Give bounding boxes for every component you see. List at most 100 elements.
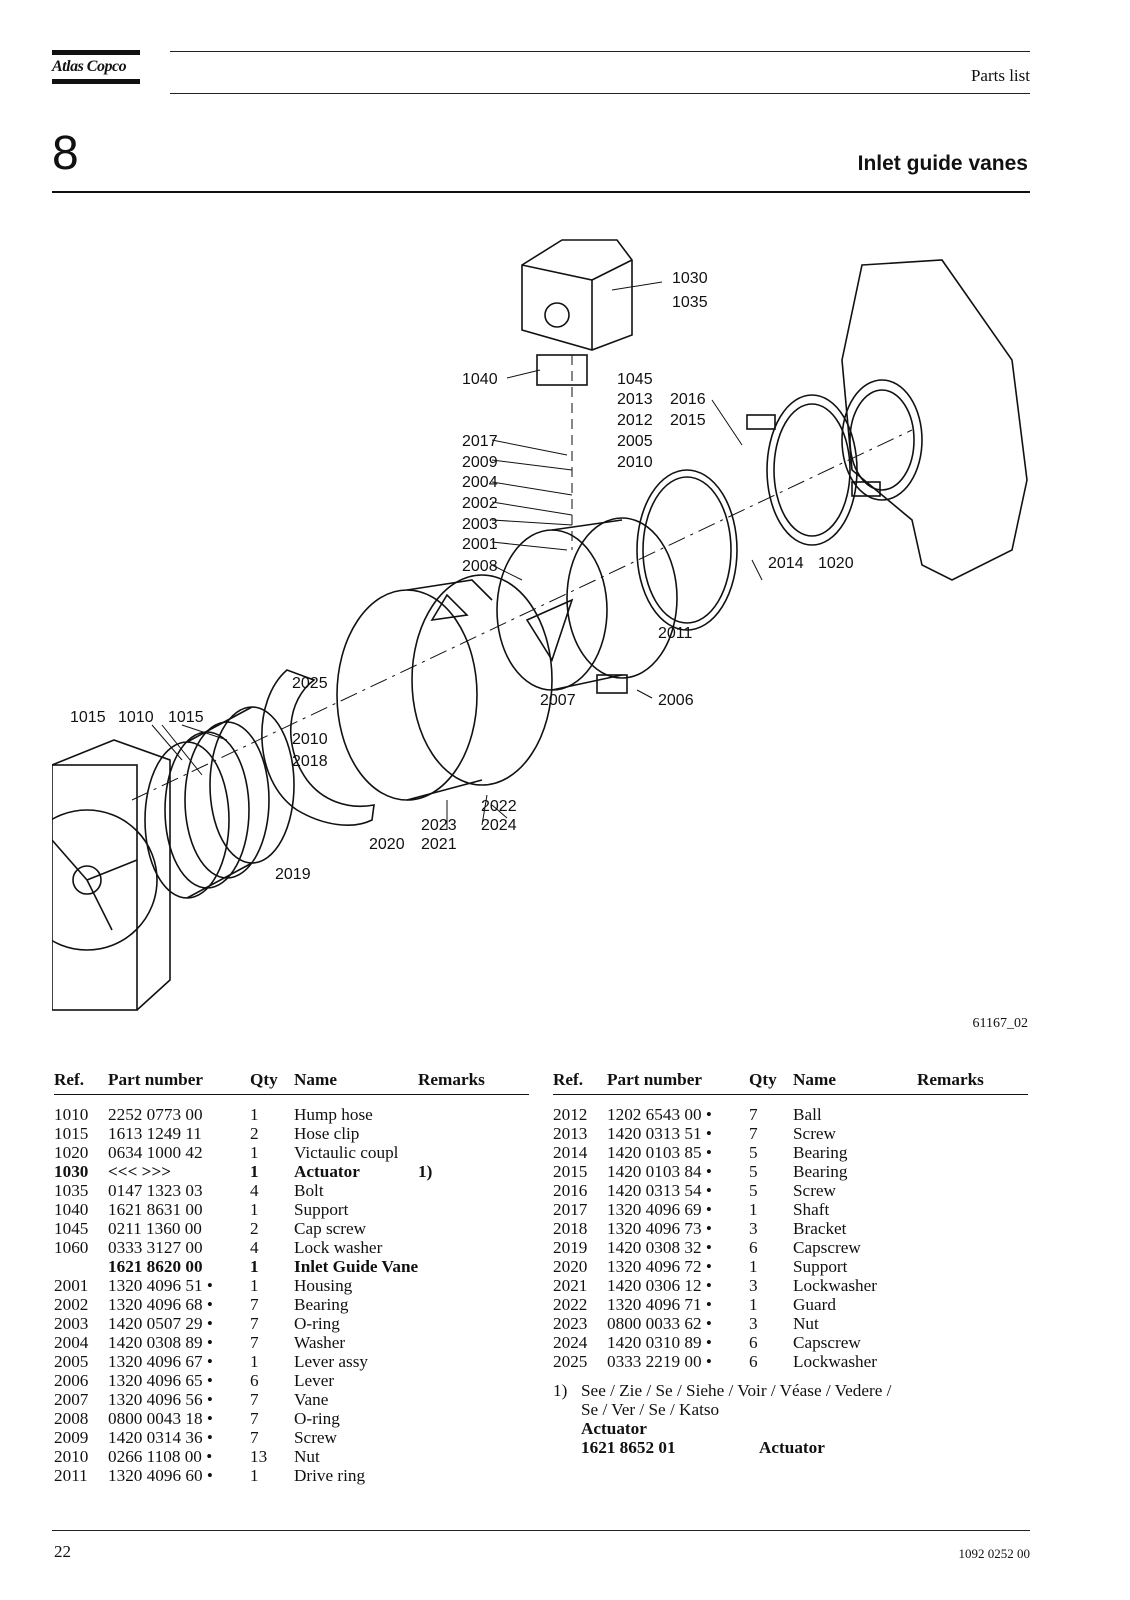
col-name: Name (793, 1070, 836, 1089)
cell-name: Actuator (294, 1162, 360, 1181)
cell-ref: 1015 (54, 1124, 89, 1143)
cell-ref: 2006 (54, 1371, 89, 1390)
cell-part-number: 1420 0308 89 • (108, 1333, 213, 1352)
title-rule (52, 191, 1030, 193)
cell-qty: 7 (749, 1105, 758, 1124)
cell-ref: 2018 (553, 1219, 588, 1238)
cell-remarks (418, 1466, 508, 1485)
col-remarks: Remarks (917, 1070, 984, 1089)
callout-2015: 2015 (670, 412, 706, 429)
cell-name: Bearing (793, 1162, 848, 1181)
cell-qty: 7 (250, 1314, 259, 1333)
col-remarks: Remarks (418, 1070, 485, 1089)
callout-1015-left: 1015 (70, 709, 106, 726)
callout-2025: 2025 (292, 675, 328, 692)
cell-ref: 2008 (54, 1409, 89, 1428)
cell-name: Lockwasher (793, 1276, 877, 1295)
cell-ref: 2014 (553, 1143, 588, 1162)
cell-ref: 1030 (54, 1162, 89, 1181)
footnote-text-2: Se / Ver / Se / Katso (581, 1400, 720, 1419)
support-ring-drawing (261, 669, 375, 826)
callout-2008: 2008 (462, 558, 498, 575)
callout-2021: 2021 (421, 836, 457, 853)
cell-name: Screw (793, 1181, 836, 1200)
footnote: 1) See / Zie / Se / Siehe / Voir / Véase… (553, 1381, 1028, 1457)
cell-ref: 2009 (54, 1428, 89, 1447)
callout-2018: 2018 (292, 753, 328, 770)
cell-ref: 2017 (553, 1200, 588, 1219)
cell-part-number: 1420 0306 12 • (607, 1276, 712, 1295)
cell-qty: 1 (250, 1143, 259, 1162)
page-title: Inlet guide vanes (857, 152, 1028, 175)
cell-part-number: 0634 1000 42 (108, 1143, 203, 1162)
cell-part-number: 1420 0103 84 • (607, 1162, 712, 1181)
cell-ref: 2007 (54, 1390, 89, 1409)
cell-ref: 2002 (54, 1295, 89, 1314)
cell-part-number: 1621 8631 00 (108, 1200, 203, 1219)
cell-part-number: 1621 8620 00 (108, 1257, 203, 1276)
drive-ring-drawing (636, 469, 738, 631)
cell-name: Lockwasher (793, 1352, 877, 1371)
cell-qty: 1 (250, 1276, 259, 1295)
callout-2009: 2009 (462, 454, 498, 471)
fan-housing-drawing (16, 739, 171, 1011)
cell-ref: 2013 (553, 1124, 588, 1143)
cell-qty: 6 (749, 1352, 758, 1371)
footnote-line-4: 1621 8652 01 Actuator (553, 1438, 1028, 1457)
cell-remarks (917, 1181, 1007, 1200)
cell-qty: 1 (749, 1295, 758, 1314)
cell-part-number: 0800 0033 62 • (607, 1314, 712, 1333)
cell-qty: 7 (250, 1409, 259, 1428)
cell-remarks (418, 1390, 508, 1409)
cell-name: Vane (294, 1390, 329, 1409)
table-header: Ref. Part number Qty Name Remarks (553, 1070, 1028, 1095)
cell-remarks (418, 1124, 508, 1143)
callout-1035: 1035 (672, 294, 708, 311)
cell-remarks (917, 1352, 1007, 1371)
callout-2002: 2002 (462, 495, 498, 512)
cell-ref: 2021 (553, 1276, 588, 1295)
cell-remarks (418, 1447, 508, 1466)
exploded-view-diagram: 1030 1035 1040 1045 2013 2016 2012 2015 … (16, 220, 1030, 1020)
cell-name: Nut (793, 1314, 819, 1333)
cell-ref: 2005 (54, 1352, 89, 1371)
cell-qty: 1 (250, 1105, 259, 1124)
cell-remarks (418, 1409, 508, 1428)
cell-part-number: 0333 2219 00 • (607, 1352, 712, 1371)
chapter-number: 8 (52, 127, 79, 180)
cell-name: O-ring (294, 1314, 340, 1333)
cell-name: Nut (294, 1447, 320, 1466)
cell-name: Capscrew (793, 1238, 861, 1257)
cell-name: Capscrew (793, 1333, 861, 1352)
cell-part-number: <<< >>> (108, 1162, 172, 1181)
footnote-line-1: 1) See / Zie / Se / Siehe / Voir / Véase… (553, 1381, 1028, 1400)
cell-qty: 6 (250, 1371, 259, 1390)
cell-name: Inlet Guide Vane (294, 1257, 419, 1276)
atlas-copco-logo: Atlas Copco (52, 50, 140, 84)
cell-qty: 13 (250, 1447, 268, 1466)
cell-part-number: 1320 4096 56 • (108, 1390, 213, 1409)
cell-ref: 2004 (54, 1333, 89, 1352)
cell-remarks (418, 1219, 508, 1238)
cell-remarks (418, 1276, 508, 1295)
callout-2016: 2016 (670, 391, 706, 408)
footnote-line-3: Actuator (553, 1419, 1028, 1438)
cell-qty: 2 (250, 1124, 259, 1143)
cell-part-number: 1420 0314 36 • (108, 1428, 213, 1447)
cell-ref: 2020 (553, 1257, 588, 1276)
footer-rule (52, 1530, 1030, 1531)
cell-remarks (418, 1105, 508, 1124)
cell-ref: 1035 (54, 1181, 89, 1200)
cell-qty: 7 (250, 1333, 259, 1352)
cell-name: Support (294, 1200, 349, 1219)
cell-qty: 5 (749, 1162, 758, 1181)
